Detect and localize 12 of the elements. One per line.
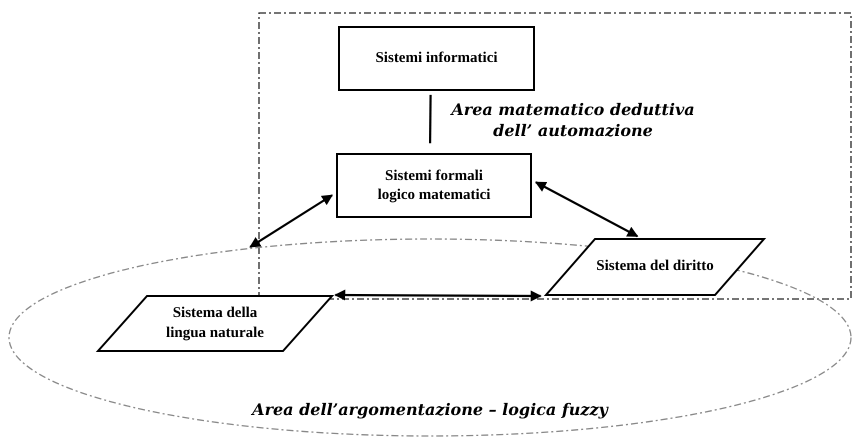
arrow [249,194,333,248]
area-label: Area dell’argomentazione – logica fuzzy [250,400,610,421]
node-label: Sistema del diritto [596,257,714,276]
arrow [334,290,542,302]
process-box [338,26,535,91]
area-label: Area matematico deduttiva dell’ automazione [449,100,696,142]
node-label: Sistemi formali logico matematici [376,166,492,204]
node-label: Sistema della lingua naturale [165,304,265,342]
arrow [534,181,638,238]
connector-line [428,94,432,144]
process-box [336,153,532,218]
node-label: Sistemi informatici [375,49,498,68]
